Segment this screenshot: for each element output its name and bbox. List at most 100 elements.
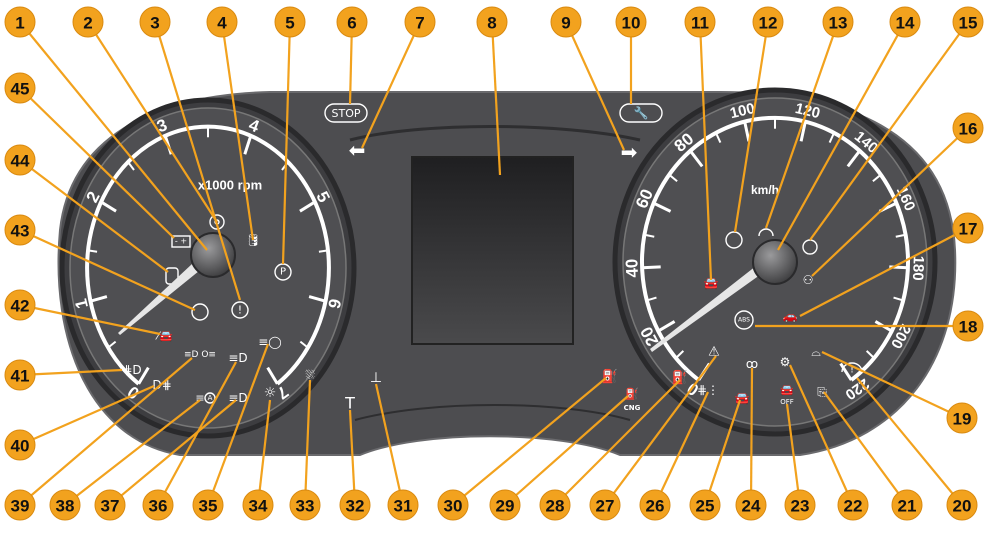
callout-leader-line xyxy=(785,403,802,506)
speedometer-needle xyxy=(650,239,798,352)
callout-36: 36 xyxy=(142,489,174,521)
svg-text:≡: ≡ xyxy=(195,392,204,405)
tachometer-tick xyxy=(243,135,253,155)
callout-7: 7 xyxy=(404,6,436,38)
seatbelt-icon xyxy=(191,303,209,321)
callout-13: 13 xyxy=(822,6,854,38)
tachometer-tick xyxy=(137,366,150,385)
callout-leader-line xyxy=(654,391,709,506)
callout-19: 19 xyxy=(946,402,978,434)
callout-number: 25 xyxy=(696,497,715,516)
callout-leader-line xyxy=(64,399,201,506)
callout-leader-line xyxy=(348,409,357,506)
callout-33: 33 xyxy=(289,489,321,521)
callout-number: 28 xyxy=(546,497,565,516)
callout-leader-line xyxy=(821,351,963,419)
esp-off-icon: 🚘OFF xyxy=(780,384,794,407)
svg-text:⛽: ⛽ xyxy=(625,388,639,401)
callout-6: 6 xyxy=(336,6,368,38)
callout-39: 39 xyxy=(4,489,36,521)
speedometer-tick xyxy=(846,149,861,168)
high-beam-assist-icon: ≡◯ xyxy=(258,335,281,349)
callout-number: 43 xyxy=(11,222,30,241)
callout-number: 12 xyxy=(759,14,778,33)
callout-leader-line xyxy=(256,399,272,506)
callout-leader-line xyxy=(777,21,906,251)
callout-leader-line xyxy=(809,21,969,241)
svg-text:CNG: CNG xyxy=(624,404,641,412)
callout-5: 5 xyxy=(274,6,306,38)
adblue-icon: ⛽ xyxy=(672,370,688,386)
cng-fuel-icon: ⛽ CNG xyxy=(624,388,641,413)
stop-warning-icon: STOP xyxy=(324,103,368,123)
callout-leader-line xyxy=(19,159,169,273)
callout-2: 2 xyxy=(72,6,104,38)
battery-icon: - + xyxy=(171,235,191,248)
svg-text:🔧: 🔧 xyxy=(634,105,649,120)
svg-text:ABS: ABS xyxy=(738,317,750,324)
svg-text:🚘: 🚘 xyxy=(780,384,794,397)
callout-number: 2 xyxy=(83,14,92,33)
speed-limiter-icon xyxy=(725,231,743,249)
speedometer-tick xyxy=(652,201,672,213)
callout-31: 31 xyxy=(387,489,419,521)
tachometer-arc xyxy=(85,124,331,386)
callout-leader-line xyxy=(604,355,717,506)
svg-text:!: ! xyxy=(238,304,242,317)
callout-1: 1 xyxy=(4,6,36,38)
callout-leader-line xyxy=(554,379,681,506)
speedometer-tick xyxy=(799,121,807,142)
speedometer-tick xyxy=(642,265,661,270)
callout-leader-line xyxy=(206,343,270,506)
callout-number: 20 xyxy=(953,497,972,516)
callout-number: 36 xyxy=(149,497,168,516)
callout-leader-line xyxy=(303,379,312,506)
callout-leader-line xyxy=(19,87,175,239)
airbag-icon: ⚇ xyxy=(803,273,814,287)
callout-35: 35 xyxy=(192,489,224,521)
low-beam-icon: ≡D xyxy=(228,351,247,365)
callout-number: 27 xyxy=(596,497,615,516)
brake-system-icon: ! xyxy=(231,301,249,319)
callout-28: 28 xyxy=(539,489,571,521)
callout-number: 5 xyxy=(285,14,294,33)
callout-leader-line xyxy=(564,21,626,151)
callout-number: 19 xyxy=(953,410,972,429)
callout-number: 11 xyxy=(691,14,709,33)
callout-leader-line xyxy=(823,391,908,506)
callout-number: 10 xyxy=(622,14,641,33)
callout-number: 44 xyxy=(11,152,30,171)
water-in-fuel-icon: ⛆ xyxy=(305,368,315,382)
callout-number: 38 xyxy=(56,497,75,516)
callout-number: 17 xyxy=(959,220,978,239)
rear-fog-light-icon: ⋕D xyxy=(122,363,141,377)
callout-14: 14 xyxy=(889,6,921,38)
callout-leader-line xyxy=(19,357,193,506)
callout-number: 29 xyxy=(496,497,515,516)
callout-number: 8 xyxy=(487,14,496,33)
callout-32: 32 xyxy=(339,489,371,521)
callout-leader-line xyxy=(749,367,754,506)
speedometer-tick xyxy=(689,149,704,168)
callout-number: 14 xyxy=(896,14,915,33)
callout-number: 41 xyxy=(11,367,30,386)
callout-leader-line xyxy=(764,21,840,229)
callout-number: 45 xyxy=(11,80,30,99)
callout-number: 16 xyxy=(959,120,978,139)
tachometer-tick xyxy=(299,200,316,213)
callout-number: 42 xyxy=(11,297,30,316)
callout-leader-line xyxy=(811,127,969,277)
bulb-failure-icon: ☼ xyxy=(264,385,277,401)
callout-leader-line xyxy=(281,21,292,265)
callout-9: 9 xyxy=(550,6,582,38)
auto-headlight-icon: ≡A xyxy=(195,392,216,405)
speedometer-label: 180 xyxy=(909,255,927,281)
callout-25: 25 xyxy=(689,489,721,521)
callout-leader-line xyxy=(19,384,155,447)
tachometer-tick xyxy=(308,295,326,303)
abs-icon: ABS xyxy=(734,310,754,330)
callout-43: 43 xyxy=(4,214,36,246)
callout-leader-line xyxy=(788,364,855,506)
left-turn-signal-icon: ⬅ xyxy=(349,138,366,162)
